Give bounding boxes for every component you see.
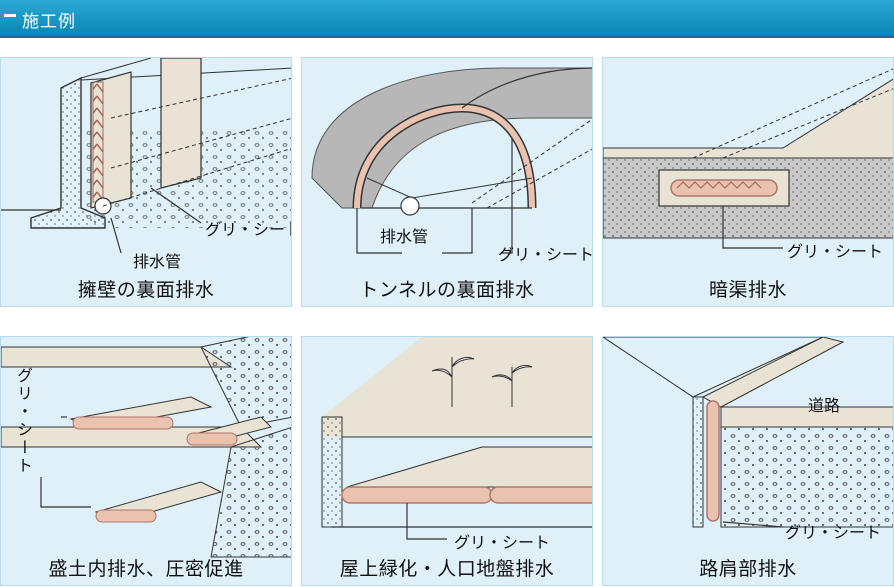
- caption-rooftop: 屋上緑化・人口地盤排水: [339, 558, 555, 580]
- label-gri-sheet: グリ・シート: [454, 533, 551, 552]
- panel-tunnel: 排水管 グリ・シート トンネルの裏面排水: [301, 57, 593, 307]
- label-gri-sheet-vertical: グリ・シート: [14, 367, 33, 475]
- panel-underdrain: グリ・シート 暗渠排水: [602, 57, 894, 307]
- panel-retaining-wall: グリ・シート 排水管 擁壁の裏面排水: [0, 57, 292, 307]
- caption-tunnel: トンネルの裏面排水: [359, 279, 535, 301]
- label-drain-pipe: 排水管: [133, 252, 182, 271]
- section-header: 施工例: [0, 0, 894, 38]
- panel-rooftop: グリ・シート 屋上緑化・人口地盤排水: [301, 336, 593, 586]
- caption-embankment: 盛土内排水、圧密促進: [48, 558, 244, 580]
- label-gri-sheet: グリ・シート: [787, 242, 884, 261]
- road-shoulder-diagram: [603, 337, 893, 528]
- label-drain-pipe: 排水管: [380, 227, 429, 246]
- header-bar-icon: [4, 14, 16, 17]
- rooftop-diagram: [321, 337, 592, 540]
- panel-road-shoulder: 道路 グリ・シート 路肩部排水: [602, 336, 894, 586]
- section-title: 施工例: [22, 12, 76, 32]
- caption-retaining-wall: 擁壁の裏面排水: [77, 279, 215, 301]
- underdrain-diagram: [603, 68, 893, 249]
- embankment-diagram: [1, 337, 291, 558]
- tunnel-diagram: [311, 67, 592, 254]
- label-gri-sheet: グリ・シート: [498, 245, 593, 264]
- panel-embankment: グリ・シート 盛土内排水、圧密促進: [0, 336, 292, 586]
- label-gri-sheet: グリ・シート: [785, 523, 882, 542]
- caption-road-shoulder: 路肩部排水: [699, 558, 797, 580]
- caption-underdrain: 暗渠排水: [708, 279, 787, 301]
- label-gri-sheet: グリ・シート: [205, 220, 292, 239]
- label-road: 道路: [808, 396, 841, 415]
- retaining-wall-diagram: [1, 58, 291, 254]
